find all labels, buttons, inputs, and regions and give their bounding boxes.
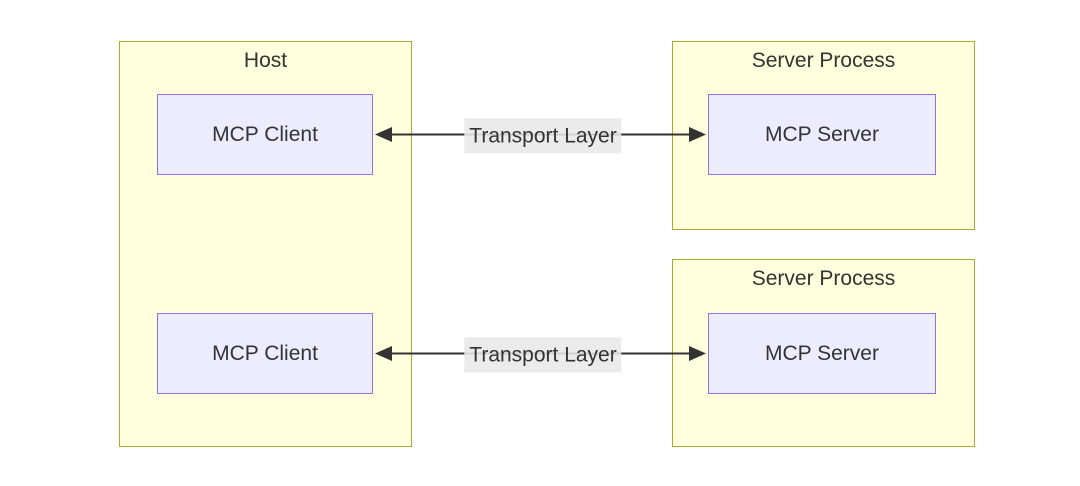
node-mcp-client-2-label: MCP Client	[212, 341, 318, 365]
node-mcp-server-2-label: MCP Server	[765, 341, 879, 365]
cluster-server-process-1-title: Server Process	[751, 49, 896, 72]
node-mcp-client-1-label: MCP Client	[212, 122, 318, 146]
edge-label-transport-layer-1: Transport Layer	[464, 118, 622, 154]
node-mcp-server-1: MCP Server	[708, 94, 936, 175]
cluster-host-title: Host	[243, 49, 288, 72]
node-mcp-client-1: MCP Client	[157, 94, 373, 175]
node-mcp-client-2: MCP Client	[157, 313, 373, 394]
cluster-server-process-2-title: Server Process	[751, 267, 896, 290]
node-mcp-server-2: MCP Server	[708, 313, 936, 394]
edge-label-transport-layer-2: Transport Layer	[464, 337, 622, 373]
node-mcp-server-1-label: MCP Server	[765, 122, 879, 146]
